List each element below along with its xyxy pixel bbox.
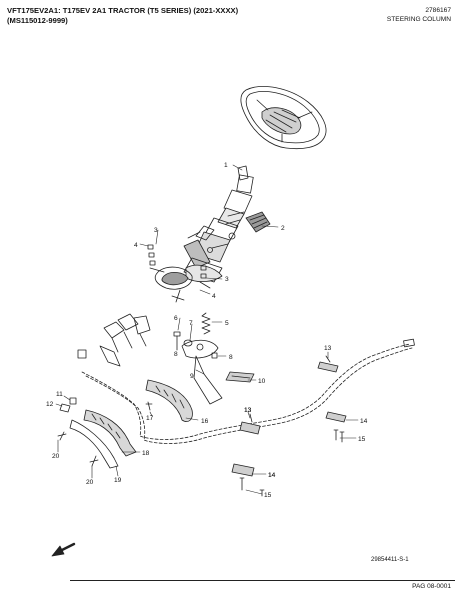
pivot-hardware [173, 331, 218, 359]
title-line-2: (MS115012-9999) [7, 15, 68, 25]
callout-label: 12 [46, 401, 54, 408]
callout-label: 5 [225, 320, 229, 327]
guard-plate [145, 379, 193, 422]
illustration-reference-code: 29854411-S-1 [371, 557, 409, 563]
leader-lines [55, 164, 359, 495]
spring [201, 312, 211, 335]
callout-label: 6 [174, 315, 178, 322]
callout-label: 9 [190, 373, 194, 380]
callout-label: 3 [154, 227, 158, 234]
callout-label: 8 [174, 351, 178, 358]
document-title: VFT175EV2A1: T175EV 2A1 TRACTOR (T5 SERI… [7, 6, 238, 25]
callout-label: 10 [258, 378, 266, 385]
callout-label: 20 [86, 479, 94, 486]
hose-end-fitting [403, 338, 415, 348]
callout-label: 4 [134, 242, 138, 249]
title-line-1: VFT175EV2A1: T175EV 2A1 TRACTOR (T5 SERI… [7, 6, 239, 15]
callout-label: 14 [360, 418, 368, 425]
side-plate [69, 409, 137, 469]
callout-label: 11 [56, 391, 63, 398]
callout-labels: 1 2 3 4 3 4 5 6 7 8 8 9 10 11 12 13 13 1… [46, 162, 368, 499]
callout-label: 18 [142, 450, 150, 457]
steering-wheel [240, 86, 327, 150]
callout-label: 16 [201, 418, 209, 425]
callout-label: 13 [244, 407, 252, 414]
callout-label: 20 [52, 453, 60, 460]
callout-label: 13 [324, 345, 332, 352]
callout-label: 7 [189, 320, 193, 327]
clamp-assemblies [231, 355, 347, 497]
callout-label: 2 [281, 225, 285, 232]
callout-label: 15 [264, 492, 272, 499]
callout-label: 3 [225, 276, 229, 283]
callout-label: 14 [268, 472, 276, 479]
pedal-pad [225, 371, 255, 383]
pedal-bracket [181, 339, 223, 405]
page-number: PAG 08-0001 [412, 583, 451, 590]
callout-label: 17 [146, 415, 154, 422]
callout-label: 8 [229, 354, 233, 361]
steering-column [154, 165, 254, 303]
section-title: STEERING COLUMN [386, 16, 451, 23]
callout-label: 19 [114, 477, 122, 484]
footer-divider [70, 580, 455, 581]
left-fasteners [57, 397, 153, 467]
callout-label: 1 [224, 162, 228, 169]
valve-assembly [77, 313, 151, 367]
tilt-lever [245, 211, 271, 233]
callout-label: 4 [212, 293, 216, 300]
part-number: 2786167 [425, 7, 451, 14]
column-fasteners [147, 244, 211, 289]
callout-label: 13 [244, 407, 252, 414]
front-direction-arrow [51, 542, 76, 557]
callout-label: 15 [358, 436, 366, 443]
document-meta: 2786167 STEERING COLUMN [387, 6, 451, 24]
callout-label: 14 [268, 472, 276, 479]
